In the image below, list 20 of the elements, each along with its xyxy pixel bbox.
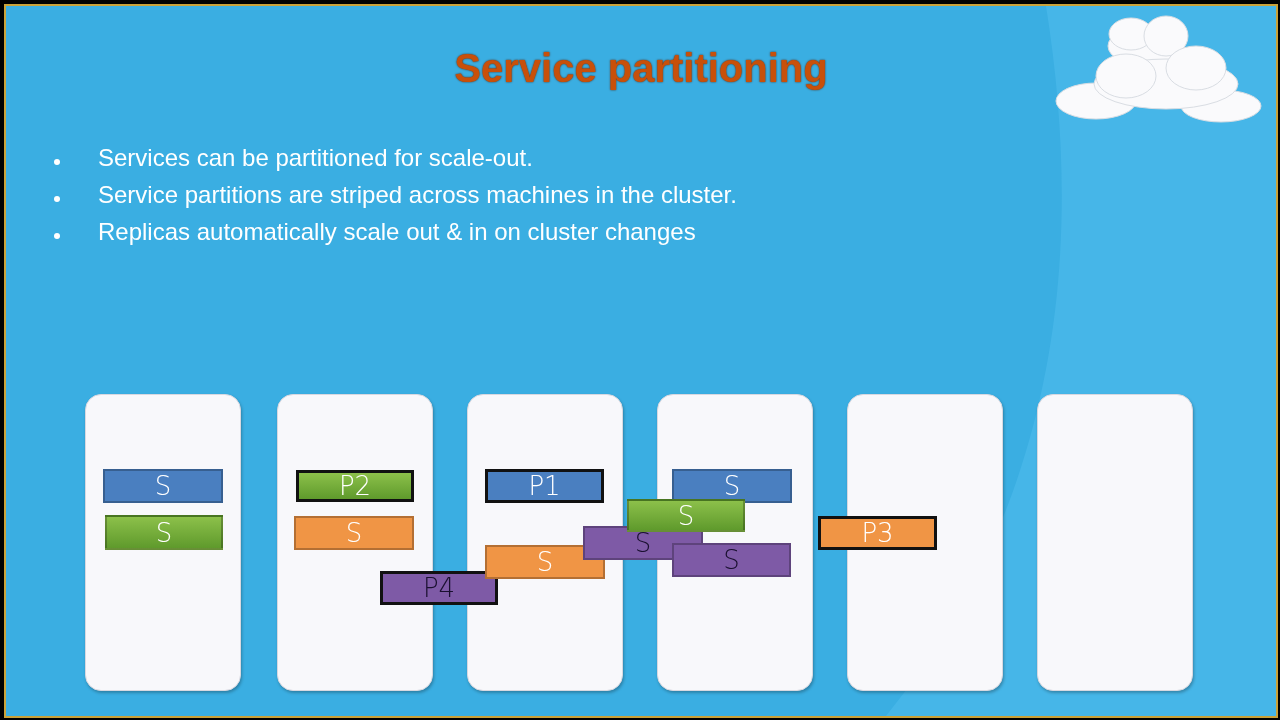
partition-box: P3	[818, 516, 937, 550]
partition-box: P4	[380, 571, 498, 605]
machine-box	[847, 394, 1003, 691]
partition-box: S	[627, 499, 745, 532]
partition-box: S	[105, 515, 223, 550]
partition-box: P2	[296, 470, 414, 502]
machine-box	[657, 394, 813, 691]
partition-box: S	[672, 543, 791, 577]
partition-box: S	[485, 545, 605, 579]
slide-title: Service partitioning	[453, 46, 829, 91]
bullet-text: Replicas automatically scale out & in on cluster changes	[98, 218, 696, 246]
machine-box	[1037, 394, 1193, 691]
machine-box	[467, 394, 623, 691]
partition-box: S	[294, 516, 414, 550]
partition-box: S	[672, 469, 792, 503]
partition-box: S	[103, 469, 223, 503]
partition-box: P1	[485, 469, 604, 503]
bullet-text: Services can be partitioned for scale-out.	[98, 144, 533, 172]
machine-box	[85, 394, 241, 691]
bullet-text: Service partitions are striped across machines in the cluster.	[98, 181, 737, 209]
